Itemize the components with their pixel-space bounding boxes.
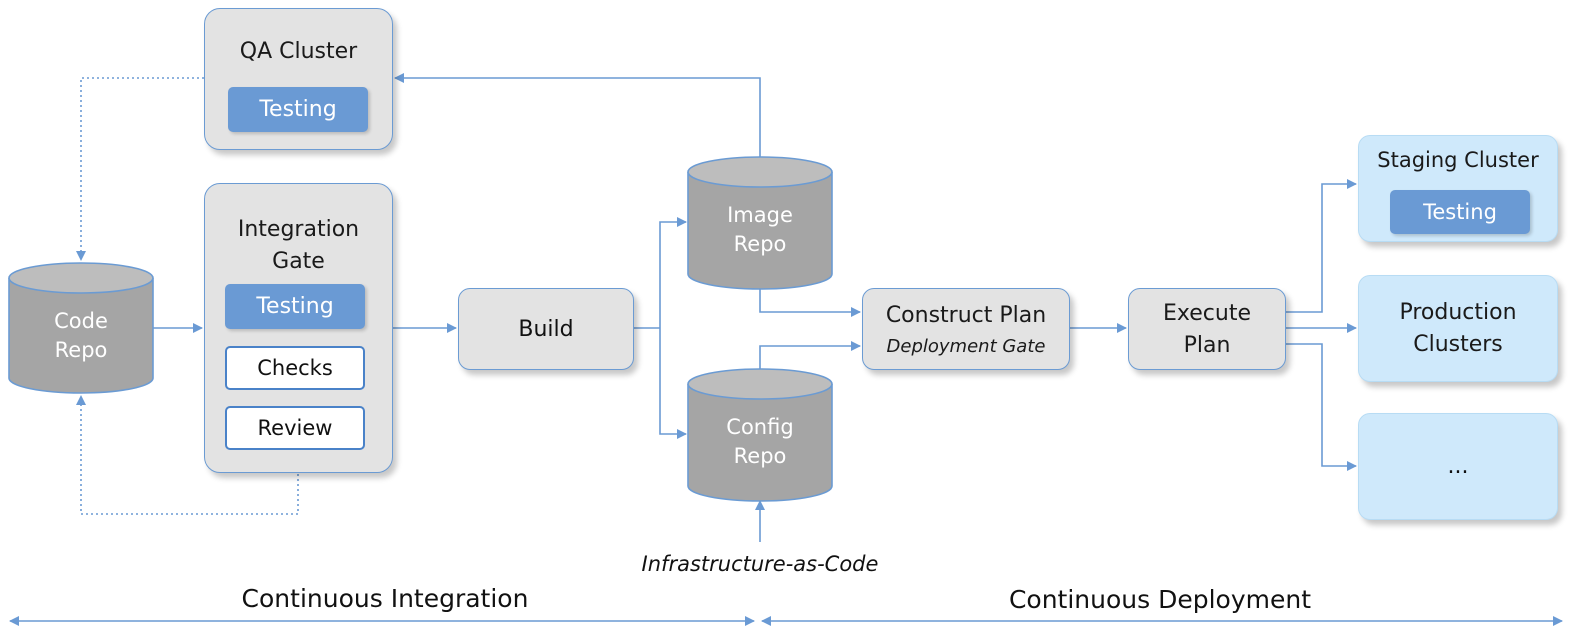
- config-repo-label-line2: Repo: [733, 444, 787, 468]
- execute-to-more-connector: [1286, 343, 1357, 471]
- more-clusters-label: ...: [1447, 454, 1469, 479]
- build-box[interactable]: Build: [458, 288, 634, 370]
- continuous-integration-label: Continuous Integration: [241, 584, 529, 613]
- gate-testing-tag[interactable]: Testing: [225, 284, 365, 329]
- config-repo-label-line1: Config: [726, 415, 794, 439]
- integration-gate[interactable]: Integration Gate Testing Checks Review: [204, 183, 393, 473]
- code-repo-label-line1: Code: [54, 309, 108, 333]
- image-to-qa-connector: [394, 73, 761, 158]
- qa-cluster[interactable]: QA Cluster Testing: [204, 8, 393, 150]
- image-repo-cylinder[interactable]: Image Repo: [687, 156, 833, 290]
- deployment-gate-subtitle: Deployment Gate: [886, 336, 1046, 357]
- image-to-plan-connector: [759, 288, 861, 317]
- execute-plan-label-line1: Execute: [1163, 301, 1251, 326]
- code-repo-cylinder[interactable]: Code Repo: [8, 262, 154, 394]
- infrastructure-as-code-label: Infrastructure-as-Code: [641, 552, 879, 576]
- review-feedback-connector: [76, 395, 299, 515]
- image-repo-label-line1: Image: [727, 203, 793, 227]
- production-clusters[interactable]: Production Clusters: [1358, 275, 1558, 382]
- more-clusters[interactable]: ...: [1358, 413, 1558, 520]
- staging-cluster-title: Staging Cluster: [1377, 148, 1539, 172]
- construct-plan-title: Construct Plan: [885, 303, 1047, 328]
- qa-cluster-title: QA Cluster: [239, 39, 358, 64]
- staging-cluster[interactable]: Staging Cluster Testing: [1358, 135, 1558, 242]
- config-to-plan-connector: [759, 341, 861, 370]
- production-clusters-label-line1: Production: [1399, 300, 1517, 325]
- build-label: Build: [518, 316, 574, 342]
- execute-plan-box[interactable]: Execute Plan: [1128, 288, 1286, 370]
- integration-gate-title-line1: Integration: [237, 217, 360, 242]
- qa-feedback-connector: [76, 77, 204, 261]
- execute-plan-label-line2: Plan: [1183, 333, 1231, 358]
- staging-testing-tag[interactable]: Testing: [1390, 190, 1530, 234]
- gate-checks-tag[interactable]: Checks: [225, 346, 365, 390]
- gate-review-tag[interactable]: Review: [225, 406, 365, 450]
- cylinder-shape: [687, 156, 833, 290]
- continuous-deployment-label: Continuous Deployment: [1008, 585, 1312, 614]
- production-clusters-label-line2: Clusters: [1413, 332, 1503, 357]
- build-to-config-connector: [659, 328, 687, 439]
- execute-to-staging-connector: [1286, 179, 1357, 313]
- construct-plan-box[interactable]: Construct Plan Deployment Gate: [862, 288, 1070, 370]
- build-to-image-connector: [659, 217, 687, 328]
- code-repo-label-line2: Repo: [54, 338, 108, 362]
- cylinder-shape: [687, 368, 833, 502]
- cylinder-shape: [8, 262, 154, 394]
- config-repo-cylinder[interactable]: Config Repo: [687, 368, 833, 502]
- integration-gate-title-line2: Gate: [272, 249, 325, 274]
- image-repo-label-line2: Repo: [733, 232, 787, 256]
- qa-testing-tag[interactable]: Testing: [228, 87, 368, 132]
